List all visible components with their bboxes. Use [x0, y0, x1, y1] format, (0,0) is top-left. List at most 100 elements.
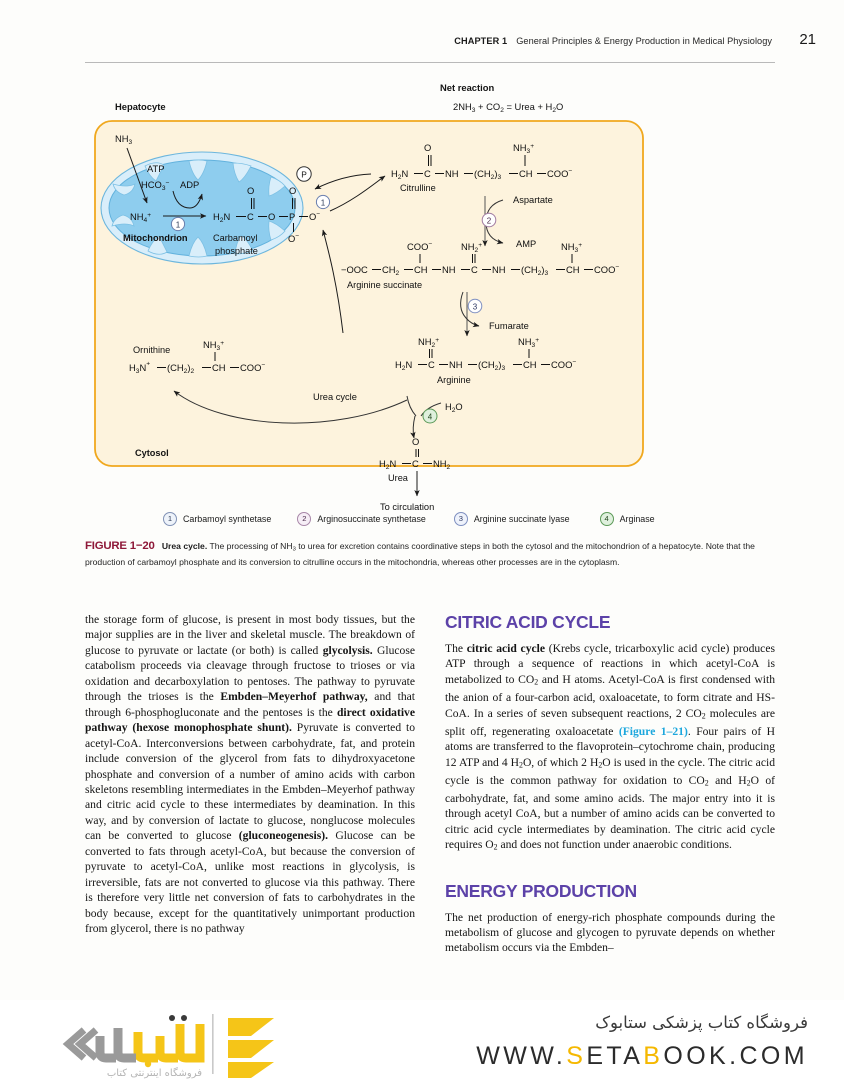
mitochondrion-label: Mitochondrion [123, 233, 188, 243]
label-urea: Urea [388, 473, 409, 483]
svg-text:O: O [268, 211, 275, 222]
svg-text:CH2: CH2 [382, 264, 400, 277]
svg-text:−OOC: −OOC [341, 264, 368, 275]
logo-divider [212, 1014, 214, 1074]
svg-text:P: P [289, 211, 295, 222]
species-nh3: NH3 [115, 133, 133, 146]
svg-text:O: O [247, 185, 254, 196]
logo-subtitle: فروشگاه اینترنتی کتاب [107, 1067, 202, 1079]
footer-url-b: B [643, 1042, 664, 1070]
figure-caption-text-2: to urea for excretion contains coordinat… [85, 541, 755, 568]
step-2-marker [481, 212, 497, 228]
legend-item-3: 3 Arginine succinate lyase [453, 512, 570, 526]
svg-text:COO−: COO− [240, 362, 265, 373]
setabook-logo: فروشگاه اینترنتی کتاب [62, 1014, 274, 1079]
structure-arginine: H2N C NH (CH2)3 CH COO− NH2+ NH3+ Argini… [395, 336, 576, 385]
structure-carbamoyl-phosphate: H2N C O P O− O O O− Carbamoy [213, 185, 320, 256]
structure-urea: H2N C NH2 O Urea [379, 436, 451, 483]
svg-text:(CH2)2: (CH2)2 [167, 362, 194, 375]
legend-marker-4: 4 [599, 512, 614, 526]
svg-text:C: C [412, 458, 419, 469]
body-column-right: CITRIC ACID CYCLE The citric acid cycle … [445, 612, 775, 1000]
right-column-paragraph-1: The citric acid cycle (Krebs cycle, tric… [445, 642, 775, 853]
step-1-marker-mitochondrion [170, 216, 186, 232]
svg-text:1: 1 [321, 198, 326, 207]
legend-marker-3: 3 [453, 512, 468, 526]
svg-text:phosphate: phosphate [215, 246, 258, 256]
svg-text:NH: NH [492, 264, 506, 275]
header-divider [85, 62, 775, 63]
figure-caption-subscript: 3 [292, 546, 296, 553]
running-head-title: General Principles & Energy Production i… [516, 36, 772, 46]
svg-text:H3N+: H3N+ [129, 361, 150, 376]
svg-text:COO−: COO− [547, 168, 572, 179]
svg-text:P: P [301, 170, 307, 180]
phosphate-circle [296, 166, 312, 182]
svg-text:1: 1 [176, 220, 181, 229]
legend-item-1: 1 Carbamoyl synthetase [163, 512, 271, 526]
svg-text:CH: CH [519, 168, 533, 179]
page-number: 21 [799, 31, 816, 48]
svg-text:COO−: COO− [594, 264, 619, 275]
svg-text:C: C [424, 168, 431, 179]
legend-item-4: 4 Arginase [599, 512, 655, 526]
heading-energy-production: ENERGY PRODUCTION [445, 880, 637, 901]
structure-arginine-succinate: −OOC CH2 CH NH C NH (CH2)3 CH COO− COO− [341, 241, 619, 290]
species-fumarate: Fumarate [489, 321, 529, 331]
svg-text:CH: CH [414, 264, 428, 275]
label-to-circulation: To circulation [380, 502, 434, 512]
logo-chevron-mark [228, 1018, 274, 1078]
net-reaction-label: Net reaction [440, 82, 494, 93]
net-reaction-equation: 2NH3 + CO2 = Urea + H2O [453, 101, 563, 114]
label-arginine-succinate: Arginine succinate [347, 280, 422, 290]
footer-url[interactable]: WWW.SETABOOK.COM [418, 1042, 808, 1071]
legend-label-2: Arginosuccinate synthetase [317, 514, 426, 524]
svg-text:CH: CH [566, 264, 580, 275]
step-3-marker [467, 298, 483, 314]
svg-text:O: O [412, 436, 419, 447]
footer-url-prefix: WWW. [476, 1042, 567, 1070]
svg-text:O−: O− [309, 211, 320, 222]
svg-text:COO−: COO− [551, 359, 576, 370]
svg-text:C: C [428, 359, 435, 370]
heading-citric-acid-cycle: CITRIC ACID CYCLE [445, 612, 611, 632]
species-amp: AMP [516, 239, 536, 249]
figure-caption-label: FIGURE 1−20 [85, 540, 155, 552]
svg-text:H2N: H2N [213, 211, 230, 224]
figure-1-20-urea-cycle: Net reaction 2NH3 + CO2 = Urea + H2O Hep… [85, 78, 775, 538]
left-column-paragraph: the storage form of glucose, is present … [85, 613, 415, 936]
body-column-left: the storage form of glucose, is present … [85, 612, 415, 1000]
label-urea-cycle: Urea cycle [313, 392, 357, 402]
species-aspartate: Aspartate [513, 195, 553, 205]
cytosol-label: Cytosol [135, 448, 169, 458]
logo-wordmark [62, 1015, 205, 1068]
hepatocyte-label: Hepatocyte [115, 101, 166, 112]
body-columns: the storage form of glucose, is present … [85, 612, 775, 1000]
species-adp: ADP [180, 179, 199, 190]
footer-url-s: S [566, 1042, 587, 1070]
step-1-marker-transport [315, 194, 331, 210]
figure-enzyme-legend: 1 Carbamoyl synthetase 2 Arginosuccinate… [85, 508, 775, 530]
svg-text:CH: CH [212, 362, 226, 373]
footer-watermark: فروشگاه اینترنتی کتاب فروشگاه کتاب پزشکی… [0, 1000, 844, 1080]
svg-text:H2N: H2N [379, 458, 396, 471]
legend-marker-2: 2 [297, 512, 312, 526]
mitochondrion-graphic: Mitochondrion [100, 151, 304, 265]
structure-citrulline: H2N C NH (CH2)3 CH COO− O NH3+ Citrullin… [391, 142, 572, 193]
species-atp: ATP [147, 163, 165, 174]
figure-caption: FIGURE 1−20 Urea cycle. The processing o… [85, 540, 775, 570]
figure-caption-lead: Urea cycle. [161, 541, 208, 551]
svg-text:NH: NH [449, 359, 463, 370]
footer-text-block: فروشگاه کتاب پزشکی ستابوک WWW.SETABOOK.C… [418, 1010, 808, 1071]
svg-text:(CH2)3: (CH2)3 [474, 168, 501, 181]
svg-text:4: 4 [428, 413, 433, 422]
svg-text:(CH2)3: (CH2)3 [521, 264, 548, 277]
legend-label-4: Arginase [619, 514, 655, 524]
svg-text:C: C [247, 211, 254, 222]
svg-text:NH2: NH2 [433, 458, 451, 471]
label-ornithine: Ornithine [133, 345, 170, 355]
footer-url-suffix: OOK.COM [663, 1042, 808, 1070]
svg-text:NH: NH [442, 264, 456, 275]
footer-persian-tagline: فروشگاه کتاب پزشکی ستابوک [595, 1013, 808, 1032]
svg-text:COO−: COO− [407, 241, 432, 252]
